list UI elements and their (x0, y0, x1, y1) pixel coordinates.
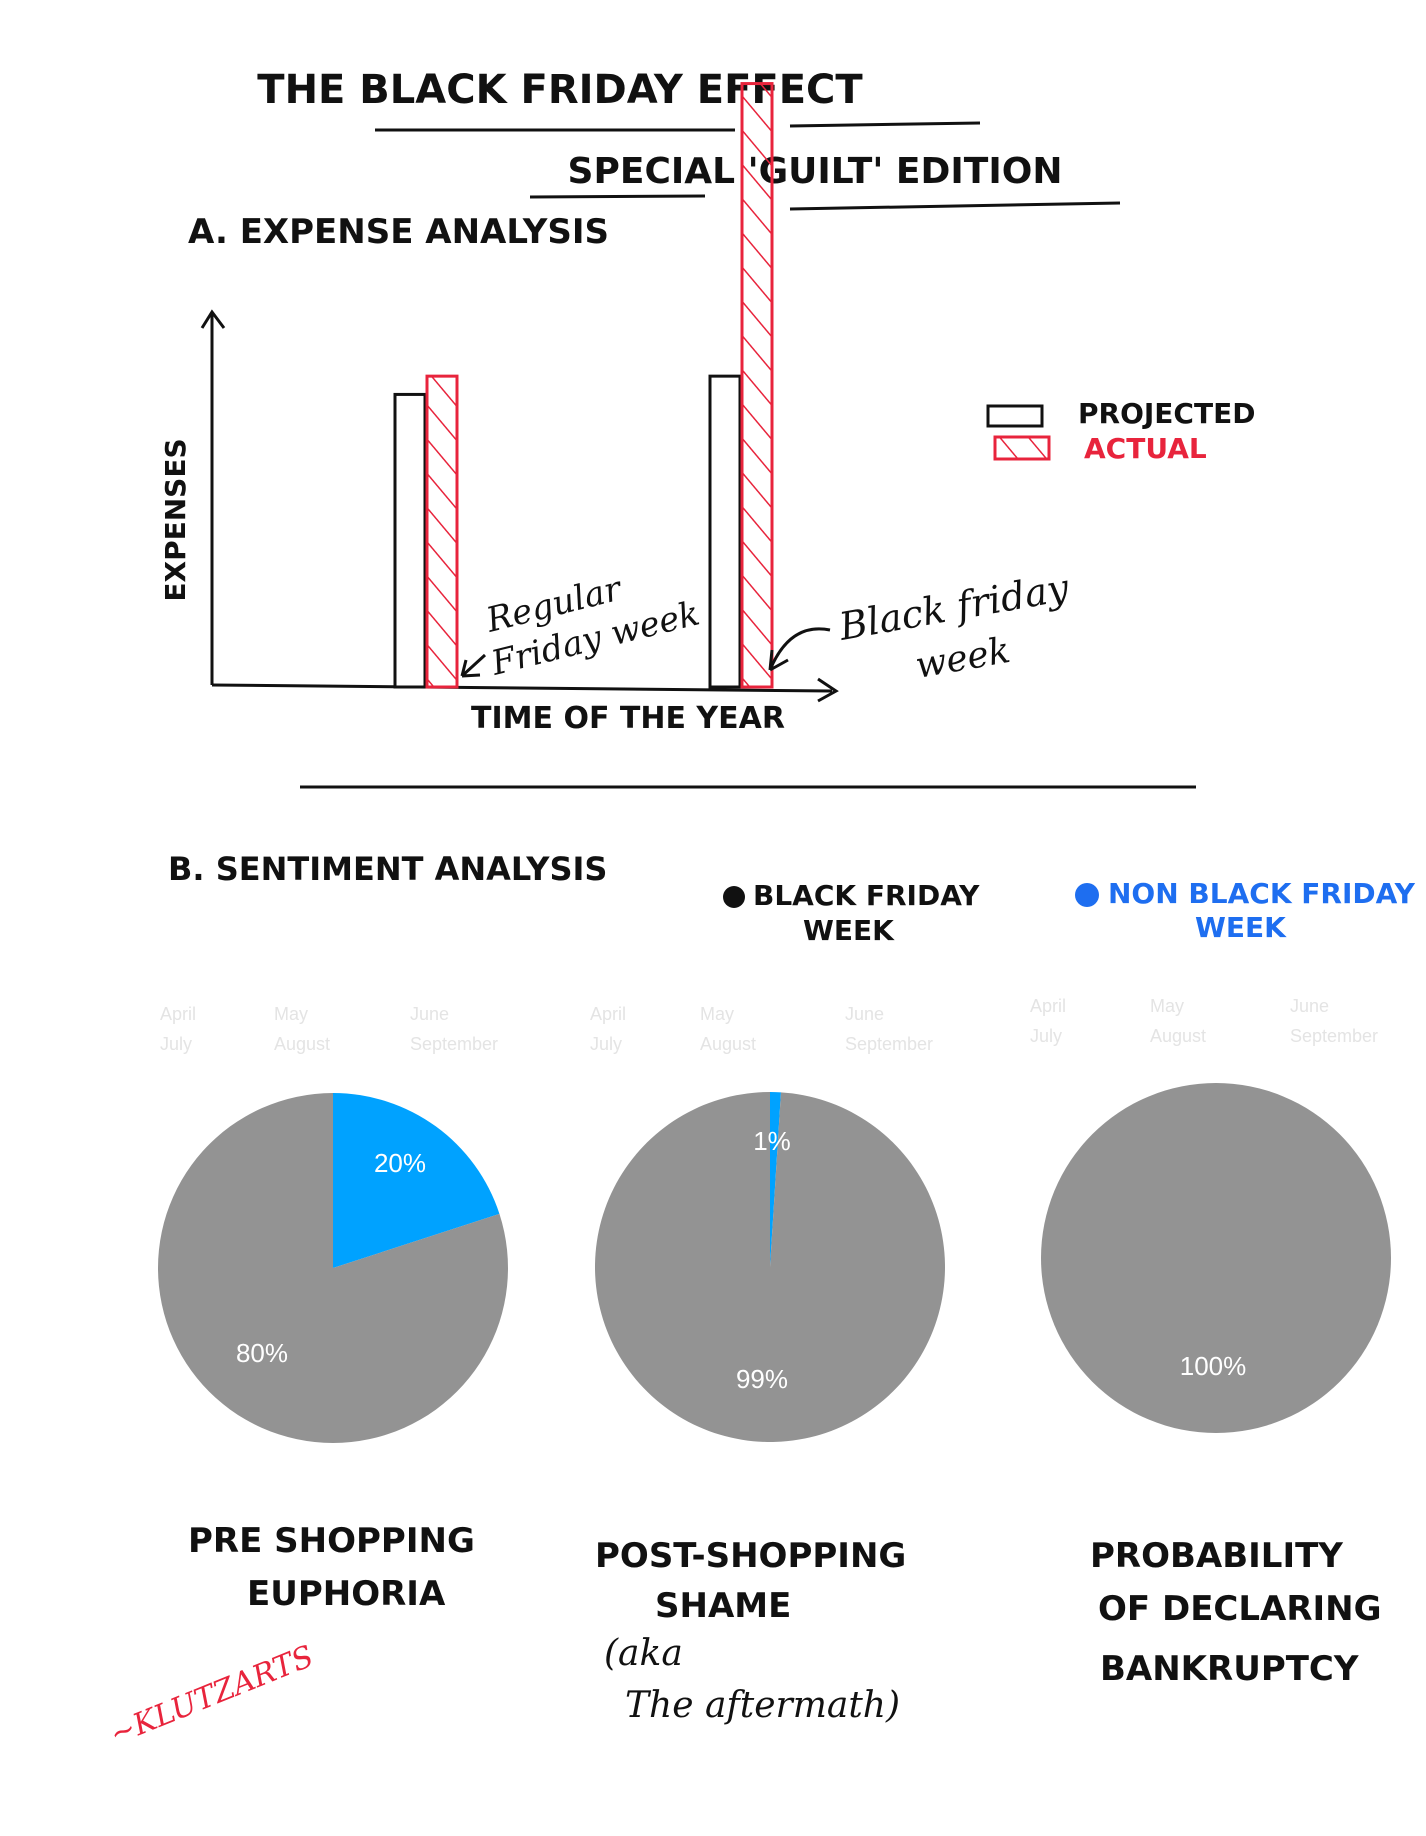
section-b-heading: B. SENTIMENT ANALYSIS (168, 850, 607, 888)
faint-legend-item: April (590, 1004, 626, 1024)
pie1-label-non-black-friday: 20% (374, 1148, 426, 1178)
legend-nonbf-line1: NON BLACK FRIDAY (1108, 877, 1416, 910)
faint-legend-item: August (700, 1034, 756, 1054)
faint-legend-item: September (845, 1034, 933, 1054)
y-axis-arrow (200, 309, 226, 329)
caption-pie2-line2: SHAME (655, 1586, 791, 1626)
caption-pie2-line1: POST-SHOPPING (595, 1536, 906, 1576)
caption-pie2-line3: (aka (604, 1633, 683, 1674)
faint-legend-item: September (1290, 1026, 1378, 1046)
faint-legend-item: May (274, 1004, 308, 1024)
legend-projected-label: PROJECTED (1078, 397, 1255, 430)
signature: ~KLUTZARTS (105, 1639, 319, 1752)
pie3-label-black-friday: 100% (1180, 1351, 1247, 1381)
pie2-slice-black-friday (594, 1092, 945, 1442)
faint-legend-item: July (160, 1034, 192, 1054)
pie2-label-non-black-friday: 1% (753, 1126, 791, 1156)
caption-pie1-line2: EUPHORIA (247, 1574, 446, 1614)
faint-legend-item: May (700, 1004, 734, 1024)
legend-nonbf-dot (1075, 883, 1099, 907)
faint-legend-item: June (410, 1004, 449, 1024)
bar-actual-black-friday-week (740, 82, 774, 689)
legend-bf-line2: WEEK (803, 914, 895, 947)
subtitle-underline-left (529, 194, 706, 199)
faint-legend-item: July (590, 1034, 622, 1054)
bar-group (393, 82, 774, 689)
faint-legend-item: August (274, 1034, 330, 1054)
pie3-slice-black-friday (1041, 1083, 1391, 1433)
legend-projected-swatch (986, 404, 1044, 428)
pie1-label-black-friday: 80% (236, 1338, 288, 1368)
pie2-slice-non-black-friday (770, 1092, 781, 1267)
faint-legend-item: June (845, 1004, 884, 1024)
annotation-black-line1: Black friday (835, 565, 1073, 649)
legend-nonbf-line2: WEEK (1195, 911, 1287, 944)
faint-legend-3: April May June July August September (1030, 996, 1378, 1046)
legend-actual-swatch (993, 435, 1051, 461)
caption-pie3-line2: OF DECLARING (1098, 1589, 1382, 1629)
bar-projected-black-friday-week (708, 374, 742, 689)
faint-legend-item: May (1150, 996, 1184, 1016)
faint-legend-item: April (160, 1004, 196, 1024)
bar-projected-regular-week (393, 392, 427, 689)
title-line2: SPECIAL 'GUILT' EDITION (568, 151, 1063, 192)
title-underline-right (789, 121, 981, 128)
faint-legend-item: July (1030, 1026, 1062, 1046)
subtitle-underline-right (789, 201, 1121, 211)
legend-actual-label: ACTUAL (1084, 432, 1207, 465)
pie2-label-black-friday: 99% (736, 1364, 788, 1394)
pie-group: 80% 20% 99% 1% 100% (157, 1083, 1391, 1443)
section-a-heading: A. EXPENSE ANALYSIS (188, 212, 609, 252)
faint-legend-2: April May June July August September (590, 1004, 933, 1054)
faint-legend-item: August (1150, 1026, 1206, 1046)
legend-bf-line1: BLACK FRIDAY (753, 879, 980, 912)
caption-pie1-line1: PRE SHOPPING (188, 1521, 475, 1561)
faint-legend-1: April May June July August September (160, 1004, 498, 1054)
faint-legend-item: September (410, 1034, 498, 1054)
y-axis-label: EXPENSES (159, 438, 192, 601)
pie1-slice-non-black-friday (333, 1093, 500, 1268)
caption-pie2-line4: The aftermath) (625, 1685, 900, 1726)
x-axis-label: TIME OF THE YEAR (471, 701, 785, 736)
annotation-black-arrow (768, 627, 831, 672)
caption-pie3-line1: PROBABILITY (1090, 1536, 1343, 1576)
legend-bf-dot (723, 886, 745, 908)
faint-legend-item: June (1290, 996, 1329, 1016)
annotation-regular-arrow (460, 653, 487, 678)
x-axis (211, 683, 833, 693)
x-axis-arrow (817, 677, 839, 703)
pie1-slice-black-friday (157, 1093, 508, 1443)
caption-pie3-line3: BANKRUPTCY (1100, 1649, 1359, 1689)
annotation-black-line2: week (912, 630, 1013, 687)
faint-legend-item: April (1030, 996, 1066, 1016)
bar-actual-regular-week (425, 374, 459, 689)
